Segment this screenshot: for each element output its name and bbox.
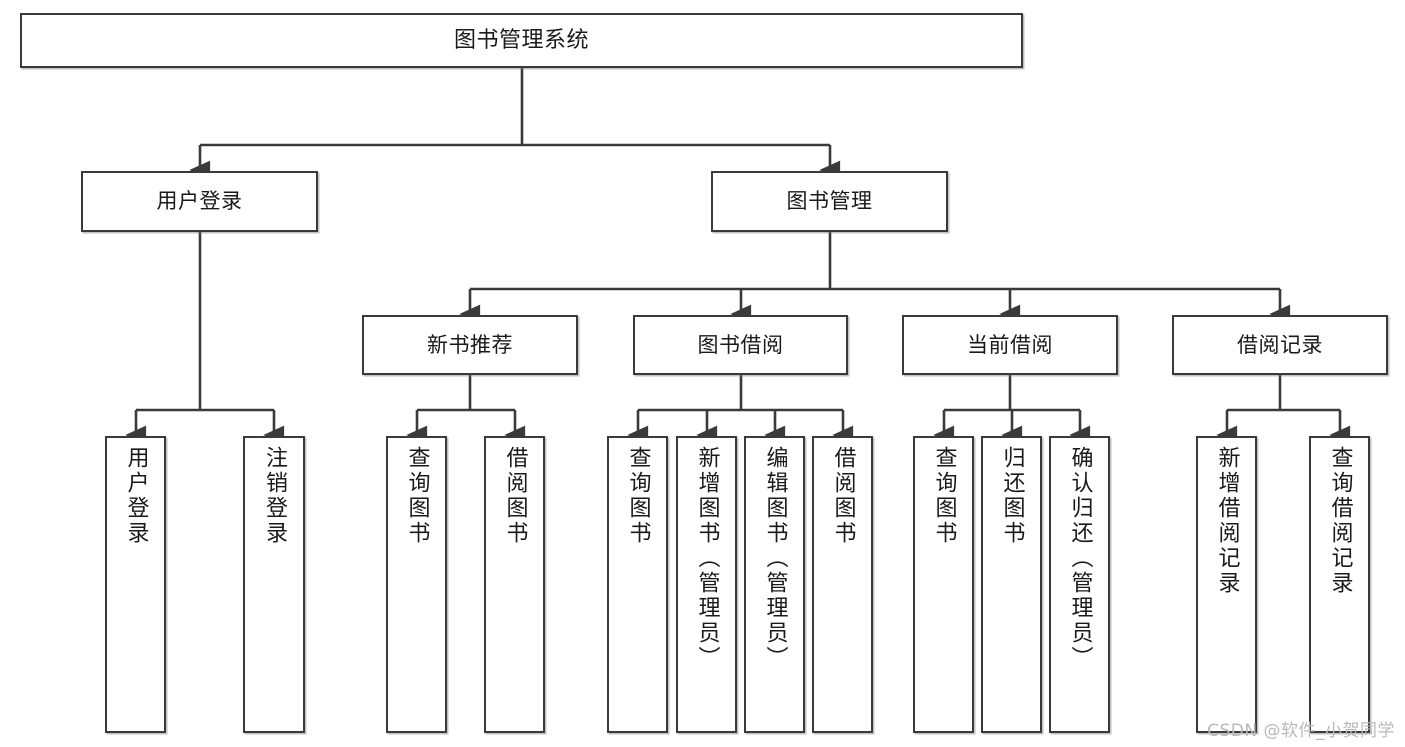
node-leaf-edit-book-label: 编辑图书（管理员） — [762, 446, 788, 671]
node-leaf-add-record-label: 新增借阅记录 — [1214, 446, 1240, 596]
node-leaf-user-login-label: 用户登录 — [123, 446, 149, 546]
node-root-book-management-system[interactable]: 图书管理系统 — [20, 13, 1023, 68]
node-leaf-query-book-3-label: 查询图书 — [931, 446, 957, 546]
node-leaf-logout-label: 注销登录 — [262, 446, 287, 546]
node-leaf-return-book[interactable]: 归还图书 — [981, 436, 1042, 733]
node-leaf-query-book-1[interactable]: 查询图书 — [386, 436, 447, 733]
node-book-manage-label: 图书管理 — [786, 189, 873, 214]
node-leaf-confirm-return-label: 确认归还（管理员） — [1067, 446, 1093, 671]
node-current-borrow[interactable]: 当前借阅 — [902, 315, 1118, 375]
node-leaf-query-record[interactable]: 查询借阅记录 — [1309, 436, 1370, 733]
node-root-book-management-system-label: 图书管理系统 — [453, 27, 589, 53]
node-leaf-add-book-label: 新增图书（管理员） — [694, 446, 720, 671]
node-leaf-user-login[interactable]: 用户登录 — [105, 436, 166, 733]
node-book-borrow-label: 图书借阅 — [697, 332, 784, 357]
node-user-login-label: 用户登录 — [156, 189, 243, 214]
node-borrow-record[interactable]: 借阅记录 — [1172, 315, 1388, 375]
watermark-text: CSDN @软件_小贺同学 — [1207, 721, 1395, 741]
node-leaf-add-record[interactable]: 新增借阅记录 — [1196, 436, 1257, 733]
node-new-book-recommend[interactable]: 新书推荐 — [362, 315, 578, 375]
node-leaf-confirm-return[interactable]: 确认归还（管理员） — [1049, 436, 1110, 733]
node-leaf-borrow-book-2-label: 借阅图书 — [830, 446, 856, 546]
node-leaf-borrow-book-1[interactable]: 借阅图书 — [484, 436, 545, 733]
node-leaf-query-record-label: 查询借阅记录 — [1327, 446, 1353, 596]
node-leaf-query-book-2-label: 查询图书 — [625, 446, 651, 546]
node-leaf-query-book-3[interactable]: 查询图书 — [913, 436, 974, 733]
node-leaf-query-book-1-label: 查询图书 — [404, 446, 430, 546]
node-leaf-borrow-book-2[interactable]: 借阅图书 — [812, 436, 873, 733]
node-leaf-query-book-2[interactable]: 查询图书 — [607, 436, 668, 733]
node-current-borrow-label: 当前借阅 — [967, 332, 1053, 357]
node-leaf-add-book[interactable]: 新增图书（管理员） — [676, 436, 737, 733]
node-new-book-recommend-label: 新书推荐 — [427, 332, 513, 357]
node-leaf-edit-book[interactable]: 编辑图书（管理员） — [744, 436, 805, 733]
node-book-borrow[interactable]: 图书借阅 — [633, 315, 848, 375]
node-leaf-return-book-label: 归还图书 — [999, 446, 1025, 546]
node-book-manage[interactable]: 图书管理 — [711, 171, 948, 232]
node-borrow-record-label: 借阅记录 — [1237, 332, 1323, 357]
node-leaf-logout[interactable]: 注销登录 — [243, 436, 305, 733]
node-user-login[interactable]: 用户登录 — [81, 171, 318, 232]
node-leaf-borrow-book-1-label: 借阅图书 — [502, 446, 528, 546]
